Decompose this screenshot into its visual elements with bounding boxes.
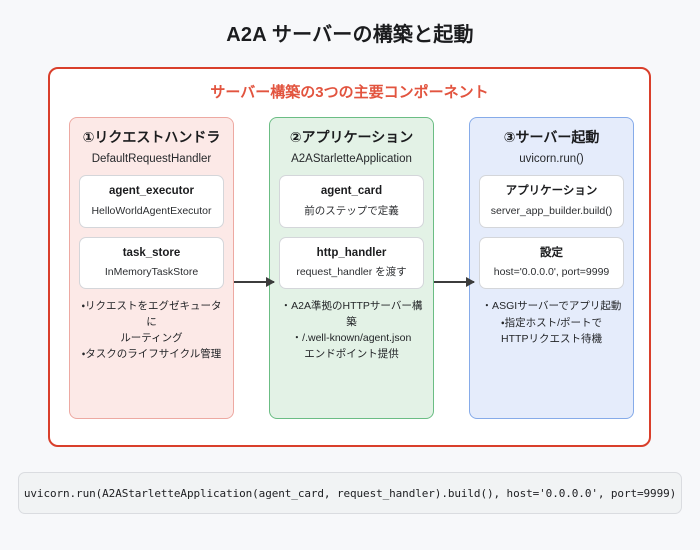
card-body: InMemoryTaskStore <box>104 266 199 279</box>
note-line: ・ASGIサーバーでアプリ起動 <box>481 300 622 313</box>
column-server-start[interactable]: ③サーバー起動 uvicorn.run() アプリケーション server_ap… <box>469 117 634 419</box>
card-body: 前のステップで定義 <box>304 204 399 217</box>
note-line: ・タスクのライフサイクル管理 <box>81 347 222 360</box>
frame-heading: サーバー構築の3つの主要コンポーネント <box>210 84 489 101</box>
card-task-store[interactable]: task_store InMemoryTaskStore <box>79 236 224 290</box>
card-http-handler[interactable]: http_handler request_handler を渡す <box>279 236 424 290</box>
page-title: A2A サーバーの構築と起動 <box>226 24 474 46</box>
column-notes: ・リクエストをエグゼキュータに ルーティング ・タスクのライフサイクル管理 <box>79 299 224 363</box>
column-notes: ・A2A準拠のHTTPサーバー構築 ・/.well-known/agent.js… <box>279 299 424 363</box>
arrow-right-icon <box>434 277 475 287</box>
column-title: ②アプリケーション <box>289 129 414 145</box>
card-title: http_handler <box>316 246 387 259</box>
card-title: agent_executor <box>108 185 194 198</box>
note-line: ・リクエストをエグゼキュータに <box>81 300 222 328</box>
column-subtitle: A2AStarletteApplication <box>291 152 412 165</box>
column-notes: ・ASGIサーバーでアプリ起動 ・指定ホスト/ポートで HTTPリクエスト待機 <box>479 299 624 348</box>
column-title: ③サーバー起動 <box>503 129 600 145</box>
card-body: request_handler を渡す <box>296 266 407 279</box>
column-subtitle: uvicorn.run() <box>519 152 584 165</box>
note-line: エンドポイント提供 <box>304 347 399 360</box>
code-snippet: uvicorn.run(A2AStarletteApplication(agen… <box>23 486 677 500</box>
column-title: ①リクエストハンドラ <box>82 129 221 145</box>
card-application[interactable]: アプリケーション server_app_builder.build() <box>479 175 624 228</box>
column-subtitle: DefaultRequestHandler <box>91 152 212 165</box>
column-request-handler[interactable]: ①リクエストハンドラ DefaultRequestHandler agent_e… <box>69 117 234 419</box>
card-title: agent_card <box>320 185 383 198</box>
note-line: ・指定ホスト/ポートで <box>501 316 602 329</box>
card-body: HelloWorldAgentExecutor <box>91 204 212 217</box>
card-body: host='0.0.0.0', port=9999 <box>493 266 610 279</box>
card-settings[interactable]: 設定 host='0.0.0.0', port=9999 <box>479 236 624 290</box>
note-line: ルーティング <box>120 331 183 344</box>
diagram-frame: サーバー構築の3つの主要コンポーネント ①リクエストハンドラ DefaultRe… <box>48 67 651 447</box>
note-line: ・/.well-known/agent.json <box>291 331 412 344</box>
code-bar[interactable]: uvicorn.run(A2AStarletteApplication(agen… <box>18 472 682 514</box>
arrow-right-icon <box>234 277 275 287</box>
card-title: 設定 <box>540 246 563 259</box>
card-agent-card[interactable]: agent_card 前のステップで定義 <box>279 175 424 228</box>
card-title: task_store <box>122 246 181 259</box>
columns-row: ①リクエストハンドラ DefaultRequestHandler agent_e… <box>69 117 634 419</box>
card-agent-executor[interactable]: agent_executor HelloWorldAgentExecutor <box>79 175 224 228</box>
card-body: server_app_builder.build() <box>490 204 613 217</box>
note-line: ・A2A準拠のHTTPサーバー構築 <box>280 300 423 328</box>
column-application[interactable]: ②アプリケーション A2AStarletteApplication agent_… <box>269 117 434 419</box>
card-title: アプリケーション <box>505 185 598 198</box>
note-line: HTTPリクエスト待機 <box>501 332 602 345</box>
